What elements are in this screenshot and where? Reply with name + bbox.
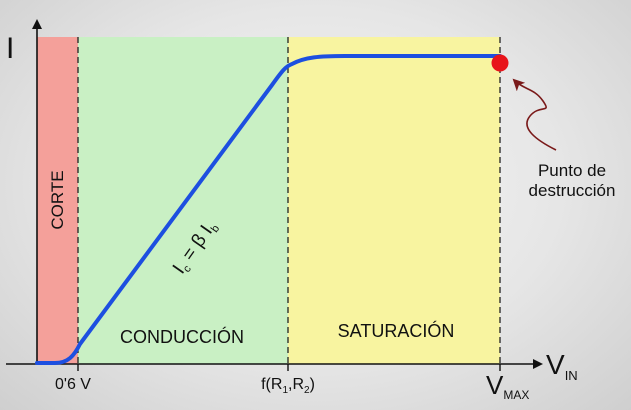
f-sub1: 1 <box>282 385 288 396</box>
tick-label-vmax: VMAX <box>486 370 529 402</box>
f-prefix: f(R <box>261 376 282 393</box>
region-saturacion <box>288 37 500 364</box>
region-label-corte: CORTE <box>48 170 67 229</box>
region-corte <box>37 37 78 364</box>
tick-label-saturation: f(R1,R2) <box>261 376 315 396</box>
characteristic-curve <box>35 54 502 365</box>
destruction-label-line2: destrucción <box>529 181 616 200</box>
region-label-saturacion: SATURACIÓN <box>338 320 455 341</box>
vmax-sub: MAX <box>503 388 529 402</box>
destruction-label-line1: Punto de <box>538 161 606 180</box>
f-sub2: 2 <box>304 385 310 396</box>
x-axis-label-sub: IN <box>565 368 578 383</box>
f-mid: ,R <box>288 376 304 393</box>
tick-label-threshold: 0'6 V <box>55 376 91 393</box>
ic-sub: c <box>181 263 194 275</box>
destruction-arrow <box>512 78 557 151</box>
x-axis-label-main: V <box>546 349 565 380</box>
vmax-main: V <box>486 370 504 400</box>
destruction-point <box>491 54 509 72</box>
region-conduccion <box>78 37 288 364</box>
x-axis-label: VIN <box>546 349 578 383</box>
ib-sub: b <box>209 223 222 235</box>
region-label-conduccion: CONDUCCIÓN <box>120 326 244 347</box>
f-suffix: ) <box>310 376 315 393</box>
y-axis-label: I <box>6 32 14 65</box>
